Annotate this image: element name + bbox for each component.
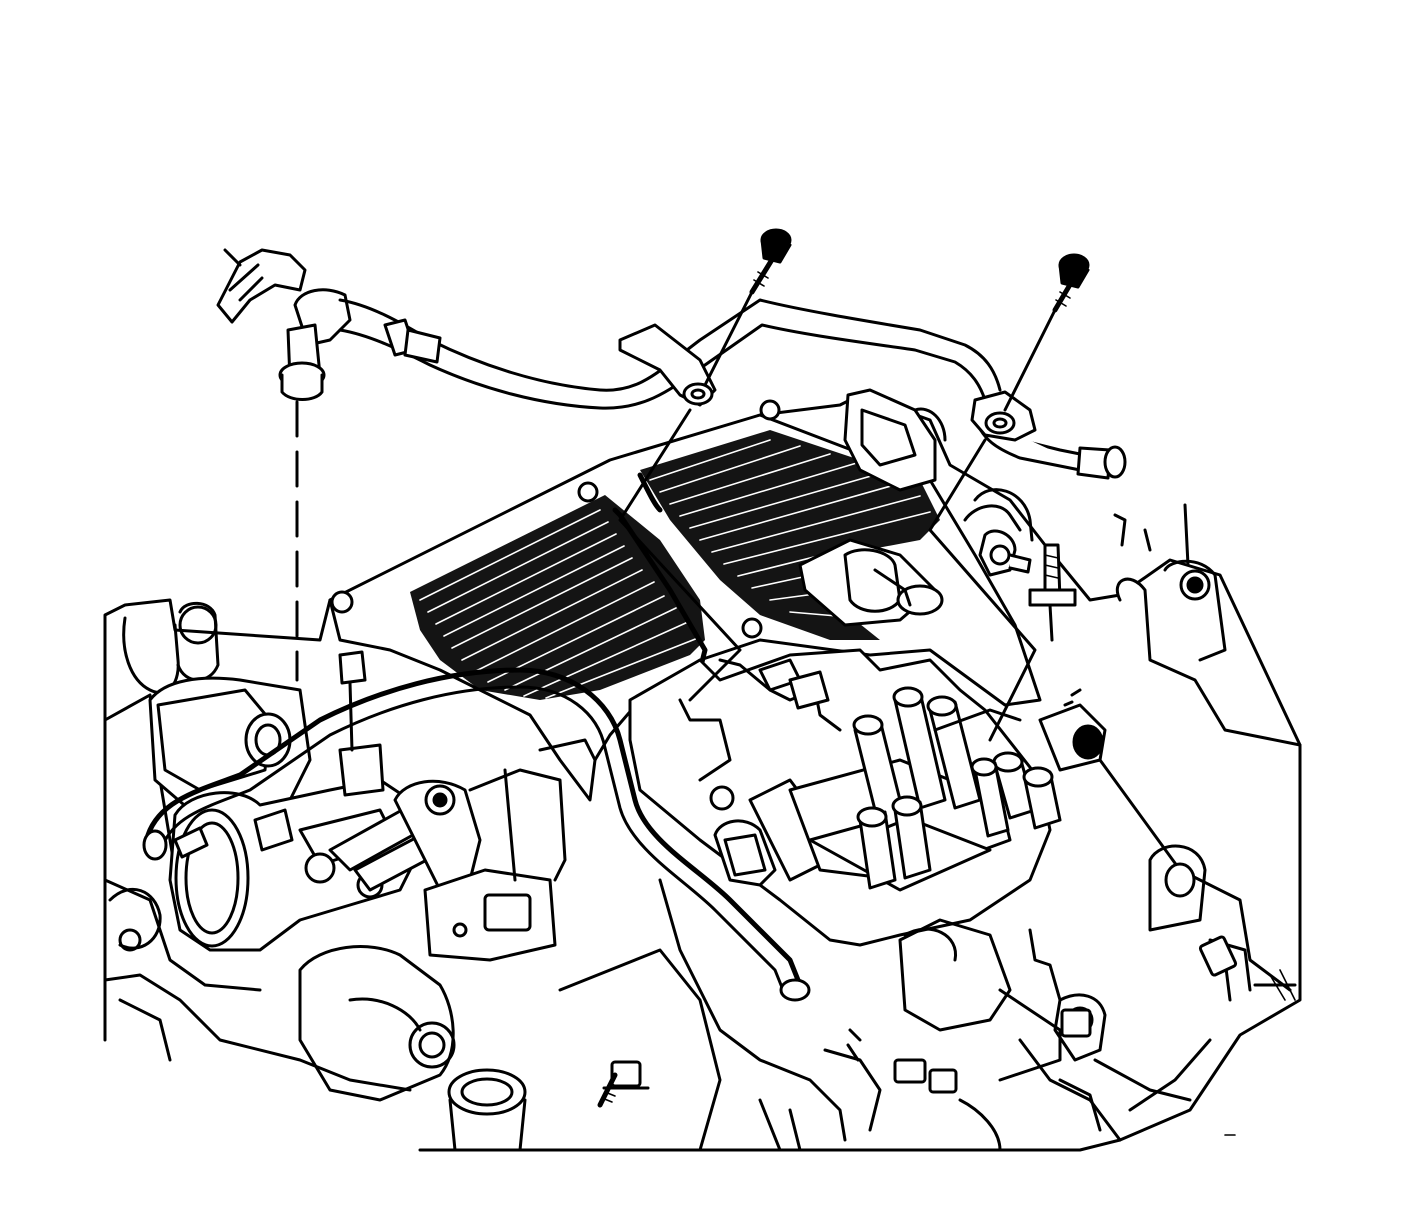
ignition-coil [628,648,1062,947]
vacuum-fitting [963,488,1034,577]
cover-bolt-heads [330,399,781,639]
vent-tube [216,248,1127,480]
stud-icon [1028,543,1077,642]
map-sensor [843,388,947,492]
bolt-left [749,228,792,295]
throttle-body [148,650,597,962]
loose-bolt-icon [597,1060,650,1108]
cover-rib-lines [419,439,931,699]
exhaust-manifold [658,878,1192,1152]
assembly-leader-lines [295,290,1057,742]
coil-tower-icons [852,686,1062,890]
intake-manifold-cover [328,399,1042,802]
bolt-right [1052,253,1090,313]
fuel-line [142,667,811,1002]
engine-block [103,393,1302,1152]
